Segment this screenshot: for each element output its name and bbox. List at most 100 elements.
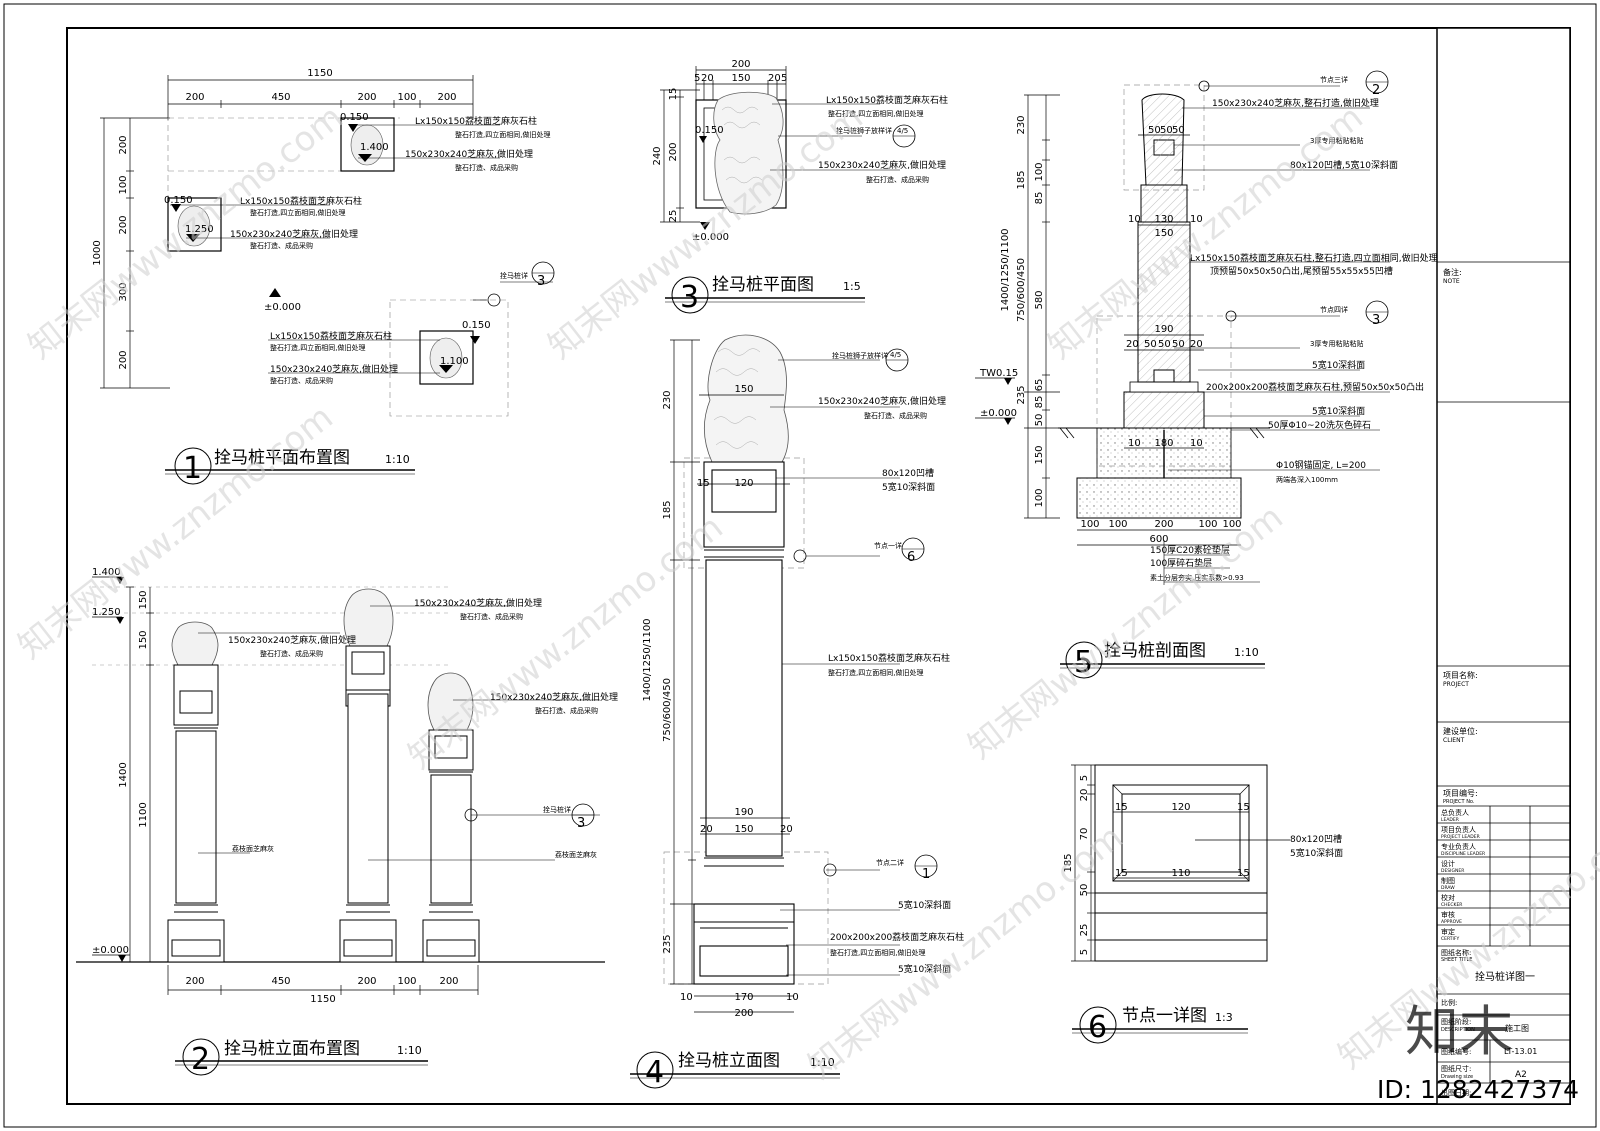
- v1-elev-ground: ±0.000: [264, 302, 301, 313]
- v6-in-6: 15: [1237, 868, 1250, 879]
- v3-lion-callout[interactable]: 4/5: [892, 124, 916, 148]
- v4-note-3: 整石打造、成品采购: [864, 411, 927, 420]
- v5-node3-callout[interactable]: 2: [1198, 70, 1389, 98]
- v5-dim-5: 1400/1250/1100: [1000, 228, 1011, 311]
- v3-note-2: 整石打造,四立面相同,做旧处理: [828, 109, 923, 118]
- v1-dim-2: 450: [271, 92, 290, 103]
- tb-project-label: 项目名称:: [1443, 670, 1478, 680]
- v6-in-4: 15: [1115, 868, 1128, 879]
- tb-remark-en: NOTE: [1443, 278, 1460, 285]
- v1-note-c4: 整石打造、成品采购: [270, 376, 333, 385]
- v5-note-7: 节点四详: [1320, 305, 1348, 314]
- v5-title: 拴马桩剖面图: [1104, 641, 1206, 661]
- v1-dim-left-2: 100: [118, 175, 129, 194]
- v6-dim-6: 25: [1079, 924, 1090, 937]
- v5-level-tw: TW0.15: [979, 368, 1018, 379]
- v5-note-13: Φ10钢锚固定, L=200: [1276, 459, 1366, 471]
- v2-dim-bottom-2: 450: [271, 976, 290, 987]
- v6-dim-7: 5: [1079, 949, 1090, 955]
- v2-dim-left-1: 150: [138, 590, 149, 609]
- v4-dim-235: 235: [662, 934, 673, 953]
- v6-in-3: 15: [1237, 802, 1250, 813]
- v1-note-b1: Lx150x150荔枝面芝麻灰石柱: [240, 195, 362, 207]
- v4-note-7: Lx150x150荔枝面芝麻灰石柱: [828, 652, 950, 664]
- v5-in-6: 10: [1190, 214, 1203, 225]
- tb-size-label: 图纸尺寸:: [1441, 1064, 1471, 1073]
- v4-dim-190: 190: [734, 807, 753, 818]
- v3-note-5: 整石打造、成品采购: [866, 175, 929, 184]
- tb-role-3-cn: 设计: [1441, 859, 1455, 868]
- v2-note-c1: 150x230x240芝麻灰,做旧处理: [490, 691, 618, 703]
- v2-note-b1: 150x230x240芝麻灰,做旧处理: [414, 597, 542, 609]
- v4-note-6: 节点一详: [874, 541, 902, 550]
- v6-scale: 1:3: [1215, 1011, 1233, 1024]
- v5-node4-callout[interactable]: 3: [1225, 300, 1389, 328]
- v5-note-3: 3厚专用粘贴粘贴: [1310, 136, 1363, 145]
- tb-role-0-cn: 总负责人: [1441, 808, 1469, 817]
- tb-role-7-cn: 审定: [1441, 927, 1455, 936]
- v2-dim-left-4: 1100: [138, 802, 149, 827]
- tb-role-1-cn: 项目负责人: [1441, 825, 1476, 834]
- v3-scale: 1:5: [843, 280, 861, 293]
- v4-node1-callout[interactable]: 6: [793, 537, 925, 565]
- v5-in-2: 50: [1160, 125, 1173, 136]
- watermark-2: 知末网www.znzmo.com: [11, 397, 341, 667]
- v1-title-block: 1 拴马桩平面布置图 1:10: [165, 447, 415, 486]
- v1-note-b4: 整石打造、成品采购: [250, 241, 313, 250]
- inner-frame: [66, 27, 1571, 1105]
- v5-level-0: ±0.000: [980, 408, 1017, 419]
- v5-in-3: 50: [1172, 125, 1185, 136]
- v5-in-4: 10: [1128, 214, 1141, 225]
- tb-role-7-en: CERTIFY: [1441, 936, 1459, 942]
- v2-dim-left-2: 150: [138, 630, 149, 649]
- tb-desc-value: 施工图: [1505, 1023, 1529, 1033]
- v5-in-5: 130: [1154, 214, 1173, 225]
- view-4-elevation: 230 185 1400/1250/1100 750/600/450 235 1…: [630, 334, 964, 1090]
- tb-client-label: 建设单位:: [1443, 726, 1478, 736]
- v3-note-4: 150x230x240芝麻灰,做旧处理: [818, 159, 946, 171]
- v2-level-1400: 1.400: [92, 567, 121, 578]
- v6-dim-2: 20: [1079, 789, 1090, 802]
- v2-dim-bottom-3: 200: [357, 976, 376, 987]
- v5-dim-11: 50: [1034, 414, 1045, 427]
- v4-note-2: 150x230x240芝麻灰,做旧处理: [818, 395, 946, 407]
- v5-in-7: 150: [1154, 228, 1173, 239]
- v3-dim-left-total: 240: [652, 146, 663, 165]
- v4-title: 拴马桩立面图: [678, 1051, 780, 1071]
- v6-title-block: 6 节点一详图 1:3: [1072, 1006, 1248, 1045]
- v5-number: 5: [1074, 645, 1093, 680]
- v5-in-20: 100: [1198, 519, 1217, 530]
- v2-detail-callout[interactable]: 拴马桩详 3: [464, 803, 595, 831]
- v1-callout-label: 拴马桩详: [500, 271, 528, 280]
- v3-dim-top-5: 5: [781, 73, 787, 84]
- tb-project-no-en: PROJECT No.: [1443, 799, 1475, 805]
- v2-number: 2: [191, 1042, 210, 1077]
- v3-dim-top-1: 5: [694, 73, 700, 84]
- v4-note-8: 整石打造,四立面相同,做旧处理: [828, 668, 923, 677]
- v5-in-10: 50: [1144, 339, 1157, 350]
- v3-callout-text: 4/5: [897, 127, 908, 135]
- v1-detail-callout[interactable]: 拴马桩详 3: [487, 261, 555, 307]
- v1-dim-left-1: 200: [118, 135, 129, 154]
- v4-node2-callout[interactable]: 1: [823, 854, 938, 882]
- v1-note-a4: 整石打造、成品采购: [455, 163, 518, 172]
- v1-dim-left-5: 200: [118, 350, 129, 369]
- v2-mat-2: 荔枝面芝麻灰: [555, 850, 597, 859]
- v5-in-9: 20: [1126, 339, 1139, 350]
- v6-dim-5: 50: [1079, 884, 1090, 897]
- v1-note-c2: 整石打造,四立面相同,做旧处理: [270, 343, 365, 352]
- v2-callout-label: 拴马桩详: [543, 805, 571, 814]
- v1-elev-1: 0.150: [340, 112, 369, 123]
- v4-lion-callout[interactable]: 4/5: [885, 348, 909, 372]
- v6-in-1: 15: [1115, 802, 1128, 813]
- v5-callout-a: 2: [1372, 83, 1380, 98]
- v2-column-1: [167, 621, 225, 963]
- tb-role-5-cn: 校对: [1441, 893, 1455, 902]
- v5-note-17: 素土分层夯实,压实系数>0.93: [1150, 573, 1244, 582]
- tb-date-label: 出图日期:: [1441, 1088, 1471, 1097]
- v4-callout-b: 6: [907, 550, 915, 565]
- v2-title-block: 2 拴马桩立面布置图 1:10: [175, 1038, 428, 1077]
- v3-elev: 0.150: [695, 125, 724, 136]
- v4-callout-c: 1: [922, 867, 930, 882]
- v2-level-1250: 1.250: [92, 607, 121, 618]
